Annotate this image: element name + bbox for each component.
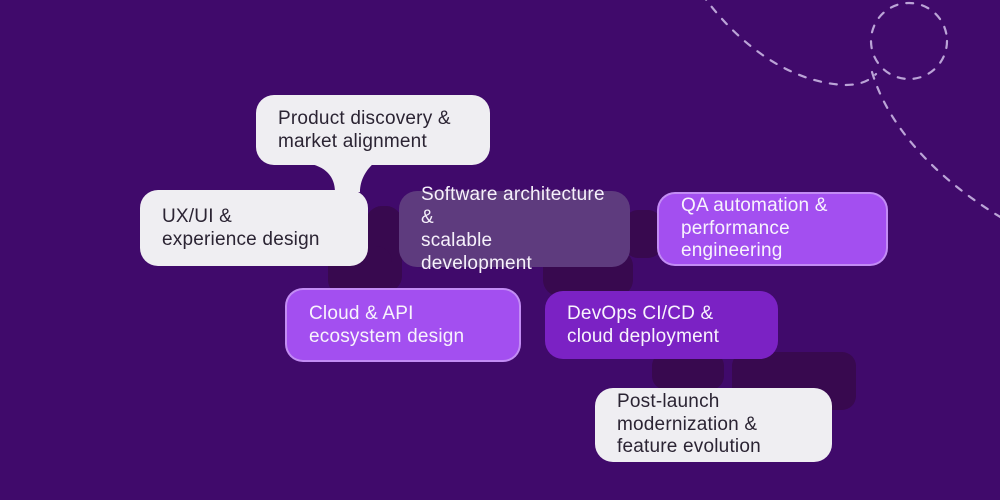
card-cloud-api: Cloud & API ecosystem design [285,288,521,362]
card-qa-automation: QA automation & performance engineering [657,192,888,266]
dashed-circle-decoration [869,1,949,81]
card-cloud-api-label: Cloud & API ecosystem design [309,302,465,347]
card-uxui-design: UX/UI & experience design [140,190,368,266]
dashed-arc-right-decoration [870,70,1000,219]
card-product-discovery: Product discovery & market alignment [256,95,490,165]
card-devops-label: DevOps CI/CD & cloud deployment [567,302,720,347]
card-devops: DevOps CI/CD & cloud deployment [545,291,778,359]
card-post-launch: Post-launch modernization & feature evol… [595,388,832,462]
card-uxui-design-label: UX/UI & experience design [162,205,320,250]
dashed-arc-left-decoration [705,0,878,87]
card-product-discovery-label: Product discovery & market alignment [278,107,451,152]
card-post-launch-label: Post-launch modernization & feature evol… [617,391,761,458]
card-software-architecture: Software architecture & scalable develop… [399,184,630,274]
card-software-architecture-label: Software architecture & scalable develop… [421,183,605,275]
connector-software-qa [624,210,662,258]
card-qa-automation-label: QA automation & performance engineering [681,195,828,262]
